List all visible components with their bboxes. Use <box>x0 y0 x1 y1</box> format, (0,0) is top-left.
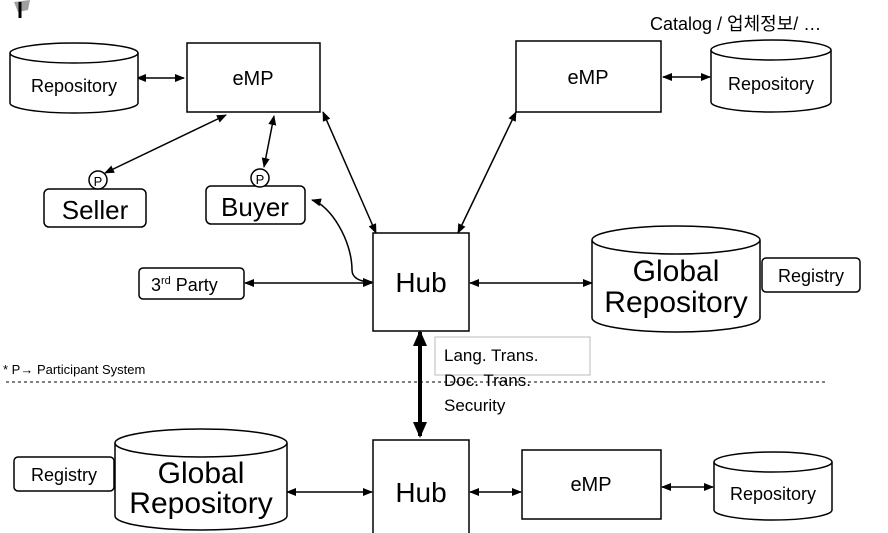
registry-top: Registry <box>761 257 861 293</box>
global-repository-top: Global Repository <box>591 225 761 333</box>
catalog-text: Catalog / 업체정보/ … <box>650 14 821 34</box>
buyer-participant-marker <box>250 168 270 188</box>
global-repository-bottom-line1: Global <box>158 457 245 490</box>
repository-top-left: Repository <box>9 42 139 114</box>
registry-top-label: Registry <box>778 266 844 286</box>
repository-bottom: Repository <box>713 451 833 521</box>
service-security: Security <box>444 396 506 415</box>
registry-bottom: Registry <box>13 456 115 492</box>
repository-top-right: Repository <box>710 39 832 113</box>
emp-bottom: eMP <box>521 449 662 520</box>
connector-emp-buyer <box>261 115 277 168</box>
emp-top-right-label: eMP <box>567 67 608 89</box>
seller-label: Seller <box>62 195 129 225</box>
buyer-label: Buyer <box>221 192 289 222</box>
emp-top-right: eMP <box>515 40 662 113</box>
connectors <box>104 73 714 496</box>
seller: Seller P <box>43 170 147 228</box>
connector-emp-top-right-hub <box>457 111 517 234</box>
services-box <box>434 336 591 376</box>
registry-bottom-label: Registry <box>31 465 97 485</box>
repository-top-left-label: Repository <box>31 76 117 96</box>
service-doc-trans: Doc. Trans. <box>444 371 531 390</box>
global-repository-bottom: Global Repository <box>114 428 288 531</box>
emp-bottom-label: eMP <box>570 474 611 496</box>
third-party-label: 3rd Party <box>151 275 218 295</box>
hub-top-label: Hub <box>395 267 446 298</box>
global-repository-top-line2: Repository <box>604 286 747 319</box>
global-repository-top-line1: Global <box>633 255 720 288</box>
hub-bottom-label: Hub <box>395 477 446 508</box>
service-lang-trans: Lang. Trans. <box>444 346 539 365</box>
repository-top-right-label: Repository <box>728 74 814 94</box>
buyer-participant-label: P <box>256 172 265 187</box>
connector-emp-seller <box>104 114 227 174</box>
global-repository-bottom-line2: Repository <box>129 487 272 520</box>
seller-participant-label: P <box>94 174 103 189</box>
emp-top-left-label: eMP <box>232 68 273 90</box>
third-party: 3rd Party <box>138 267 245 300</box>
connector-buyer-hub <box>311 198 373 286</box>
buyer: Buyer P <box>205 168 306 225</box>
hub-bottom: Hub <box>372 439 470 533</box>
repository-bottom-label: Repository <box>730 484 816 504</box>
seller-participant-marker <box>88 170 108 190</box>
logo-mark <box>14 0 30 18</box>
participant-legend: * P→ Participant System <box>3 362 145 377</box>
emp-top-left: eMP <box>186 42 321 113</box>
hub-top: Hub <box>372 232 470 332</box>
